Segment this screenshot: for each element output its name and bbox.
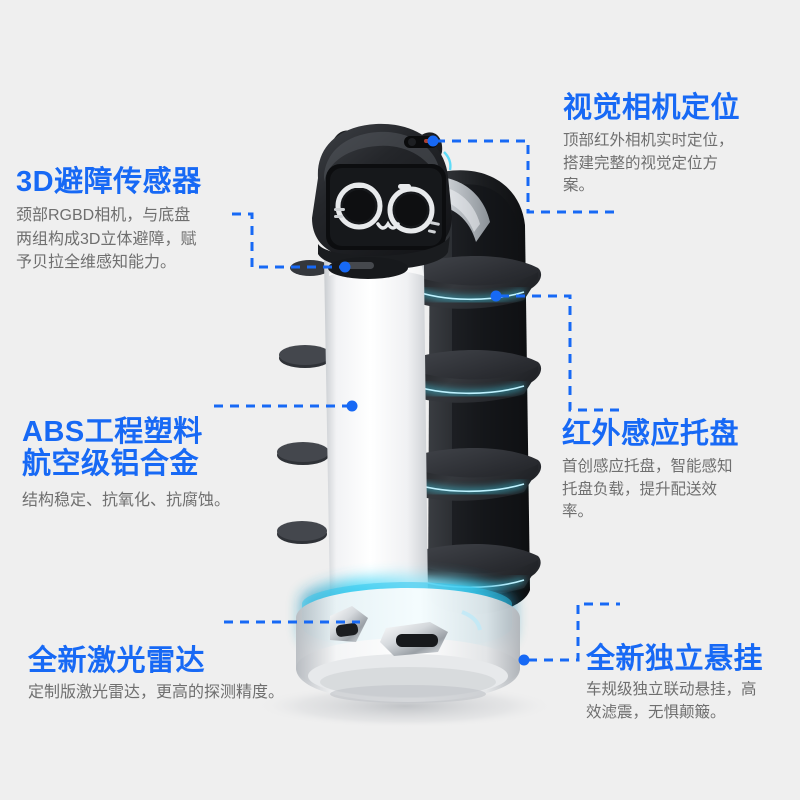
line-suspension — [528, 602, 620, 662]
callout-lidar-title: 全新激光雷达 — [28, 645, 206, 677]
callout-material-desc: 结构稳定、抗氧化、抗腐蚀。 — [22, 491, 231, 509]
callout-suspension-title: 全新独立悬挂 — [586, 643, 764, 675]
callout-obstacle: 3D避障传感器 颈部RGBD相机，与底盘 两组构成3D立体避障，赋 予贝拉全维感… — [16, 166, 266, 274]
callout-vision-title: 视觉相机定位 — [563, 92, 741, 124]
robot-head — [312, 123, 452, 279]
callout-suspension: 全新独立悬挂 车规级独立联动悬挂，高 效滤震，无惧颠簸。 — [586, 643, 800, 724]
callout-obstacle-desc: 颈部RGBD相机，与底盘 两组构成3D立体避障，赋 予贝拉全维感知能力。 — [16, 207, 197, 271]
line-vision — [436, 139, 620, 214]
dot-tray — [490, 290, 502, 302]
callout-vision-desc: 顶部红外相机实时定位， 搭建完整的视觉定位方 案。 — [563, 132, 734, 195]
callout-lidar-desc: 定制版激光雷达，更高的探测精度。 — [28, 684, 285, 702]
dot-vision — [427, 135, 439, 147]
callout-lidar: 全新激光雷达 定制版激光雷达，更高的探测精度。 — [28, 645, 338, 705]
robot-base — [296, 576, 520, 703]
line-tray — [500, 294, 620, 412]
callout-material: ABS工程塑料 航空级铝合金 结构稳定、抗氧化、抗腐蚀。 — [22, 416, 282, 512]
dot-material — [346, 400, 358, 412]
callout-suspension-desc: 车规级独立联动悬挂，高 效滤震，无惧颠簸。 — [586, 681, 757, 721]
dot-suspension — [518, 654, 530, 666]
callout-tray: 红外感应托盘 首创感应托盘，智能感知 托盘负载，提升配送效 率。 — [562, 418, 797, 524]
callout-tray-desc: 首创感应托盘，智能感知 托盘负载，提升配送效 率。 — [562, 458, 733, 521]
callout-vision: 视觉相机定位 顶部红外相机实时定位， 搭建完整的视觉定位方 案。 — [563, 92, 795, 198]
callout-obstacle-title: 3D避障传感器 — [16, 166, 202, 198]
line-obstacle — [232, 212, 340, 269]
callout-material-title: ABS工程塑料 航空级铝合金 — [22, 416, 203, 481]
dot-obstacle — [339, 261, 351, 273]
callout-tray-title: 红外感应托盘 — [562, 418, 740, 450]
